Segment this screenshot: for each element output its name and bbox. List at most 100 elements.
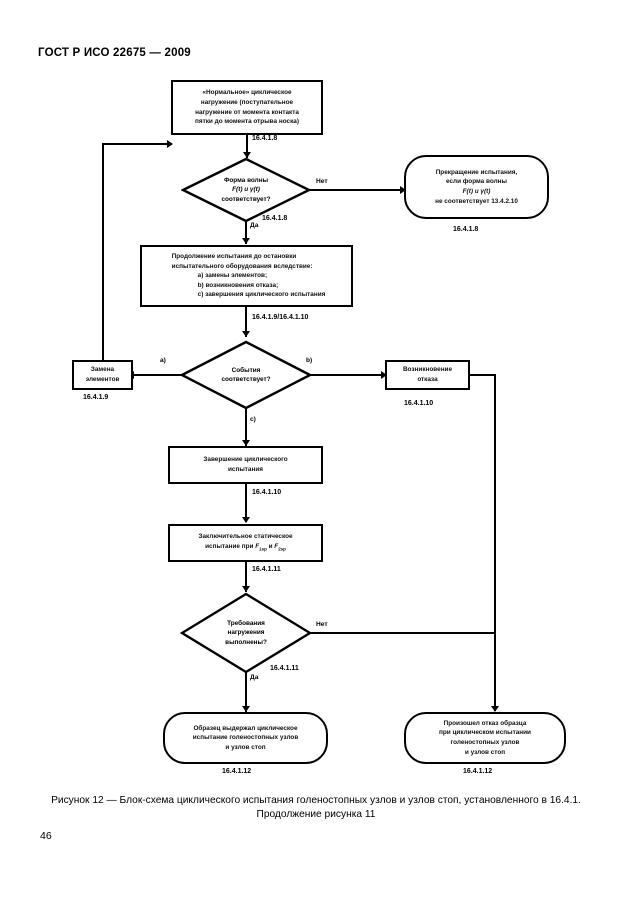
flowchart-diagram: «Нормальное» циклическое нагружение (пос… bbox=[72, 80, 566, 775]
line-2: соответствует? bbox=[221, 376, 271, 383]
edge-label-requirements-no: Нет bbox=[316, 621, 328, 628]
node-waveform-check-text: Форма волны F(t) и γ(t) соответствует? bbox=[181, 157, 311, 223]
line-1: Заключительное статическое bbox=[198, 533, 293, 541]
node-cyclic-test-completion-text: Завершение циклического испытания bbox=[199, 453, 291, 476]
line-1: Прекращение испытания, bbox=[435, 168, 518, 176]
line-1: Образец выдержал циклическое bbox=[193, 724, 298, 732]
node-continue-test: Продолжение испытания до остановки испыт… bbox=[140, 245, 353, 307]
caption-line-1: Рисунок 12 — Блок-схема циклического исп… bbox=[51, 795, 581, 806]
line-2: отказа bbox=[417, 376, 438, 383]
step-label-16-4-1-11-b: 16.4.1.11 bbox=[270, 665, 299, 672]
symbol-f1-sub: 1sp bbox=[259, 546, 267, 552]
arrowhead-down bbox=[243, 152, 251, 158]
edge-event-branch-b bbox=[310, 374, 385, 376]
line-2: испытание при F1sp и F2sp bbox=[205, 542, 286, 552]
step-label-16-4-1-8-b: 16.4.1.8 bbox=[262, 215, 288, 222]
line-4: не соответствует 13.4.2.10 bbox=[435, 197, 518, 205]
line-2: испытание голеностопных узлов bbox=[192, 734, 299, 742]
arrowhead-down bbox=[242, 586, 250, 592]
line-3: и узлов стоп bbox=[225, 743, 266, 751]
step-label-16-4-1-9-10: 16.4.1.9/16.4.1.10 bbox=[252, 314, 309, 321]
edge-requirements-no bbox=[310, 632, 495, 634]
edge-failure-right bbox=[468, 374, 496, 376]
line-2-mid: и bbox=[266, 542, 275, 550]
edge-static-to-requirements bbox=[245, 562, 247, 592]
line-1: Возникновение bbox=[402, 366, 453, 374]
step-label-16-4-1-9: 16.4.1.9 bbox=[83, 394, 109, 401]
edge-label-branch-b: b) bbox=[306, 357, 313, 364]
node-normal-cyclic-loading: «Нормальное» циклическое нагружение (пос… bbox=[171, 80, 323, 135]
line-1: События bbox=[231, 366, 261, 374]
node-specimen-passed: Образец выдержал циклическое испытание г… bbox=[163, 712, 328, 764]
edge-requirements-yes bbox=[245, 672, 247, 712]
line-3: a) замены элементов; bbox=[197, 272, 268, 280]
edge-event-branch-a bbox=[133, 374, 183, 376]
line-2-prefix: испытание при bbox=[205, 542, 256, 550]
line-3: F(t) и γ(t) bbox=[462, 188, 491, 195]
line-4: b) возникновения отказа; bbox=[197, 281, 279, 289]
node-specimen-failed: Произошел отказ образца при циклическом … bbox=[404, 712, 566, 764]
edge-label-waveform-yes: Да bbox=[250, 222, 259, 229]
arrowhead-down bbox=[242, 706, 250, 712]
node-continue-test-text: Продолжение испытания до остановки испыт… bbox=[164, 250, 330, 302]
node-test-termination: Прекращение испытания, если форма волны … bbox=[404, 155, 549, 219]
line-1: Замена bbox=[90, 366, 115, 374]
node-loading-requirements-check: Требования нагружения выполнены? bbox=[180, 592, 312, 674]
line-3: выполнены? bbox=[225, 638, 267, 646]
arrowhead-right bbox=[400, 186, 406, 194]
edge-completion-to-static bbox=[245, 484, 247, 522]
node-replace-components: Замена элементов bbox=[72, 360, 133, 390]
node-waveform-check: Форма волны F(t) и γ(t) соответствует? bbox=[181, 157, 311, 223]
figure-caption: Рисунок 12 — Блок-схема циклического исп… bbox=[38, 794, 594, 822]
line-3: соответствует? bbox=[221, 195, 271, 203]
arrowhead-right bbox=[167, 140, 173, 148]
node-normal-cyclic-loading-text: «Нормальное» циклическое нагружение (пос… bbox=[191, 86, 303, 128]
step-label-16-4-1-11-a: 16.4.1.11 bbox=[252, 566, 281, 573]
line-2: при циклическом испытании bbox=[439, 729, 531, 737]
node-replace-components-text: Замена элементов bbox=[82, 363, 124, 386]
edge-failure-down bbox=[494, 374, 496, 711]
symbol-f2: F bbox=[274, 542, 279, 550]
line-3: нагружение от момента контакта bbox=[195, 108, 299, 116]
edge-label-branch-a: a) bbox=[160, 357, 166, 364]
line-1: «Нормальное» циклическое bbox=[202, 89, 292, 97]
line-4: пятки до момента отрыва носка) bbox=[195, 118, 299, 126]
line-1: Требования bbox=[227, 619, 265, 627]
step-label-16-4-1-12-a: 16.4.1.12 bbox=[222, 768, 252, 775]
node-failure-occurrence: Возникновение отказа bbox=[385, 360, 470, 390]
caption-line-2: Продолжение рисунка 11 bbox=[256, 809, 376, 820]
line-5: c) завершения циклического испытания bbox=[197, 291, 326, 299]
document-header: ГОСТ Р ИСО 22675 — 2009 bbox=[38, 47, 191, 59]
line-1: Форма волны bbox=[223, 176, 269, 184]
edge-waveform-yes bbox=[245, 222, 247, 244]
node-event-check-text: События соответствует? bbox=[180, 340, 312, 410]
edge-event-branch-c bbox=[245, 408, 247, 446]
edge-waveform-no bbox=[309, 189, 404, 191]
line-3: голеностопных узлов bbox=[450, 739, 520, 746]
symbol-f1: F bbox=[255, 542, 260, 550]
line-1: Произошел отказ образца bbox=[443, 719, 527, 727]
step-label-16-4-1-8-c: 16.4.1.8 bbox=[453, 226, 479, 233]
line-2: нагружение (поступательное bbox=[200, 98, 294, 106]
edge-label-branch-c: c) bbox=[250, 416, 256, 423]
arrowhead-down bbox=[242, 331, 250, 337]
edge-label-requirements-yes: Да bbox=[250, 674, 259, 681]
arrowhead-down bbox=[491, 706, 499, 712]
step-label-16-4-1-8-a: 16.4.1.8 bbox=[252, 135, 278, 142]
node-final-static-test: Заключительное статическое испытание при… bbox=[168, 524, 323, 562]
line-2: F(t) и γ(t) bbox=[232, 186, 260, 194]
step-label-16-4-1-10-b: 16.4.1.10 bbox=[252, 489, 282, 496]
line-2: элементов bbox=[85, 376, 120, 383]
arrowhead-down bbox=[242, 238, 250, 244]
symbol-f2-sub: 2sp bbox=[278, 546, 286, 552]
step-label-16-4-1-10-a: 16.4.1.10 bbox=[404, 400, 434, 407]
node-cyclic-test-completion: Завершение циклического испытания bbox=[168, 446, 323, 484]
node-failure-occurrence-text: Возникновение отказа bbox=[399, 363, 456, 386]
edge-replace-feedback-top bbox=[102, 143, 172, 145]
line-2: если форма волны bbox=[446, 178, 507, 186]
page-number: 46 bbox=[40, 830, 52, 842]
arrowhead-down bbox=[242, 440, 250, 446]
edge-loading-to-waveform bbox=[246, 135, 248, 158]
line-2: испытания bbox=[227, 466, 263, 473]
diamond-shape bbox=[181, 157, 311, 223]
